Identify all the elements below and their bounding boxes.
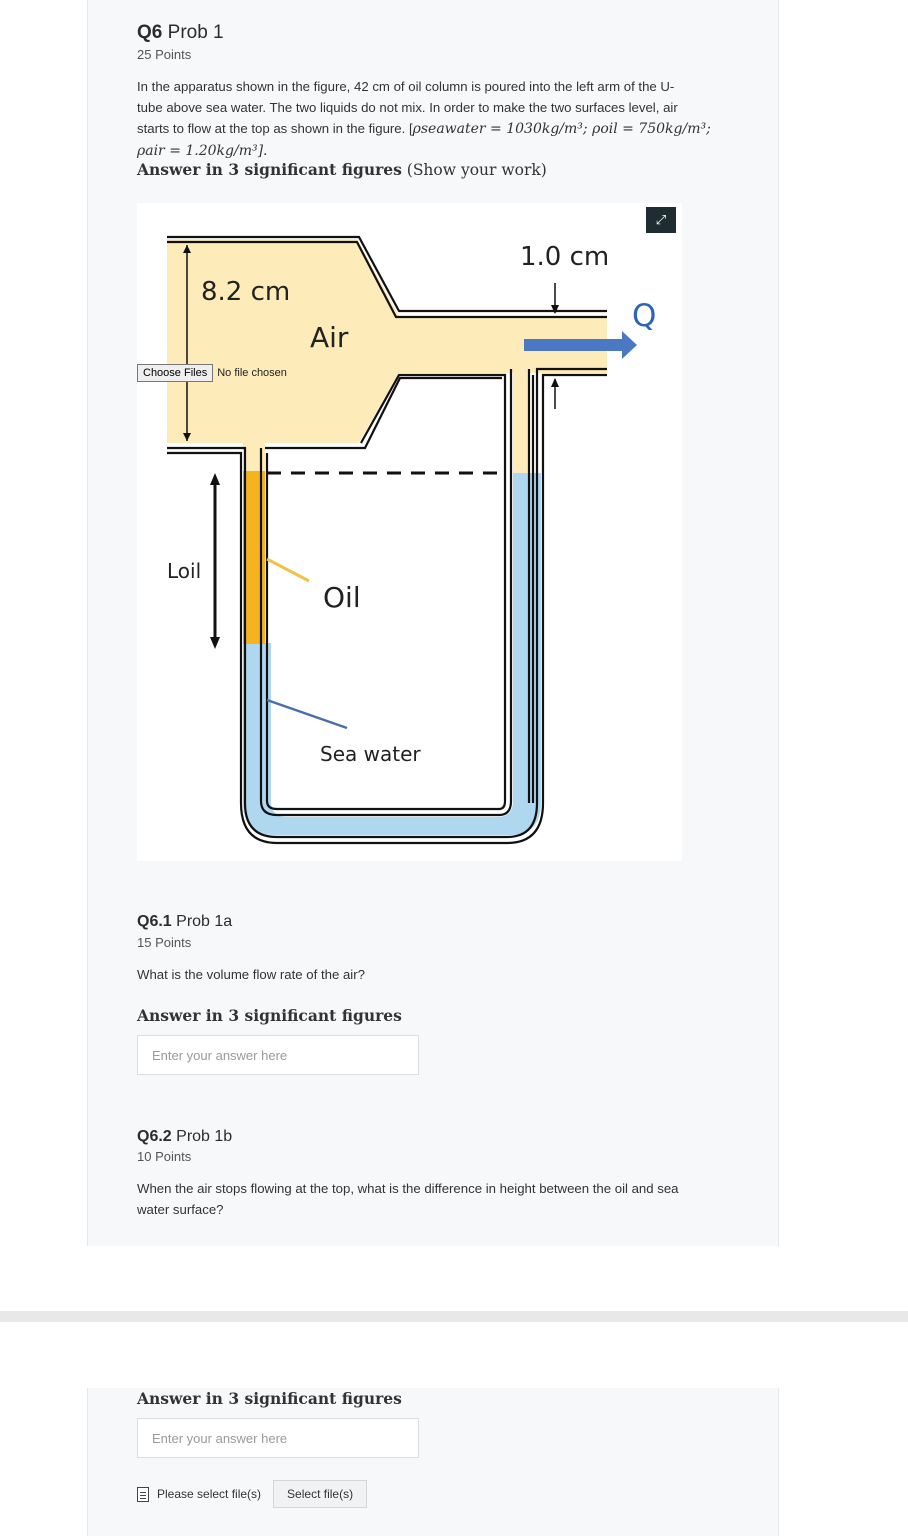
flow-arrow bbox=[524, 339, 624, 351]
seawater-label: Sea water bbox=[320, 742, 421, 766]
file-chooser-status: No file chosen bbox=[217, 367, 287, 379]
outer-bottom-wall bbox=[167, 373, 607, 845]
q6-problem-text: In the apparatus shown in the figure, 42… bbox=[137, 76, 727, 162]
q6-points: 25 Points bbox=[137, 47, 192, 62]
rho-seawater: ρseawater = 1030kg/m³; bbox=[412, 121, 593, 137]
q61-number: Q6.1 bbox=[137, 913, 172, 930]
oil-leader-line bbox=[266, 557, 310, 583]
inner-wall bbox=[259, 369, 513, 817]
page-divider bbox=[0, 1311, 908, 1322]
oil-label: Oil bbox=[323, 581, 361, 614]
file-chooser: Choose Files No file chosen bbox=[137, 364, 287, 382]
u-tube-diagram: 8.2 cm 1.0 cm Air Q Loil Oil Sea water bbox=[167, 235, 656, 845]
q6-number: Q6 bbox=[137, 22, 163, 43]
document-icon bbox=[137, 1486, 149, 1502]
expand-icon[interactable]: ⤢ bbox=[646, 207, 676, 233]
seawater-region bbox=[243, 473, 541, 835]
q6-text-line-1: In the apparatus shown in the figure, 42… bbox=[137, 79, 675, 94]
question-panel-continued bbox=[87, 1388, 779, 1536]
file-prompt: Please select file(s) bbox=[157, 1487, 262, 1501]
q62-answer-note: Answer in 3 significant figures bbox=[137, 1389, 402, 1408]
rho-air: ρair = 1.20kg/m³]. bbox=[137, 143, 268, 159]
q6-title-text: Prob 1 bbox=[167, 22, 224, 43]
gap-label: 1.0 cm bbox=[520, 242, 609, 272]
air-region bbox=[167, 239, 607, 443]
q62-title: Q6.2 Prob 1b bbox=[137, 1128, 232, 1146]
q62-answer-input[interactable] bbox=[137, 1418, 419, 1458]
q61-answer-input[interactable] bbox=[137, 1035, 419, 1075]
rho-oil: ρoil = 750kg/m³; bbox=[592, 121, 711, 137]
q61-title-text: Prob 1a bbox=[176, 913, 233, 930]
height-label: 8.2 cm bbox=[201, 277, 290, 307]
q-label: Q bbox=[632, 298, 656, 334]
q6-text-line-3: starts to flow at the top as shown in th… bbox=[137, 121, 711, 137]
q61-question: What is the volume flow rate of the air? bbox=[137, 967, 365, 982]
q62-question: When the air stops flowing at the top, w… bbox=[137, 1181, 679, 1217]
q62-title-text: Prob 1b bbox=[176, 1128, 233, 1145]
outer-top-wall bbox=[167, 235, 607, 313]
q6-answer-note: Answer in 3 significant figures (Show yo… bbox=[137, 160, 547, 179]
q6-title: Q6 Prob 1 bbox=[137, 22, 224, 44]
oil-column bbox=[243, 471, 265, 644]
air-label: Air bbox=[310, 321, 349, 354]
q61-title: Q6.1 Prob 1a bbox=[137, 913, 232, 931]
q6-text-line-2: tube above sea water. The two liquids do… bbox=[137, 100, 678, 115]
right-arm-air bbox=[513, 373, 530, 473]
q6-text-line-4: ρair = 1.20kg/m³]. bbox=[137, 140, 727, 162]
q62-number: Q6.2 bbox=[137, 1128, 172, 1145]
q61-answer-note: Answer in 3 significant figures bbox=[137, 1006, 402, 1025]
file-upload-row: Please select file(s) Select file(s) bbox=[137, 1480, 368, 1508]
q62-points: 10 Points bbox=[137, 1149, 192, 1164]
loil-label: Loil bbox=[167, 559, 201, 583]
apparatus-figure: 8.2 cm 1.0 cm Air Q Loil Oil Sea water bbox=[137, 203, 682, 861]
seawater-leader-line bbox=[266, 698, 348, 730]
select-files-button[interactable]: Select file(s) bbox=[273, 1480, 368, 1508]
choose-files-button[interactable]: Choose Files bbox=[137, 364, 214, 382]
q61-points: 15 Points bbox=[137, 935, 192, 950]
